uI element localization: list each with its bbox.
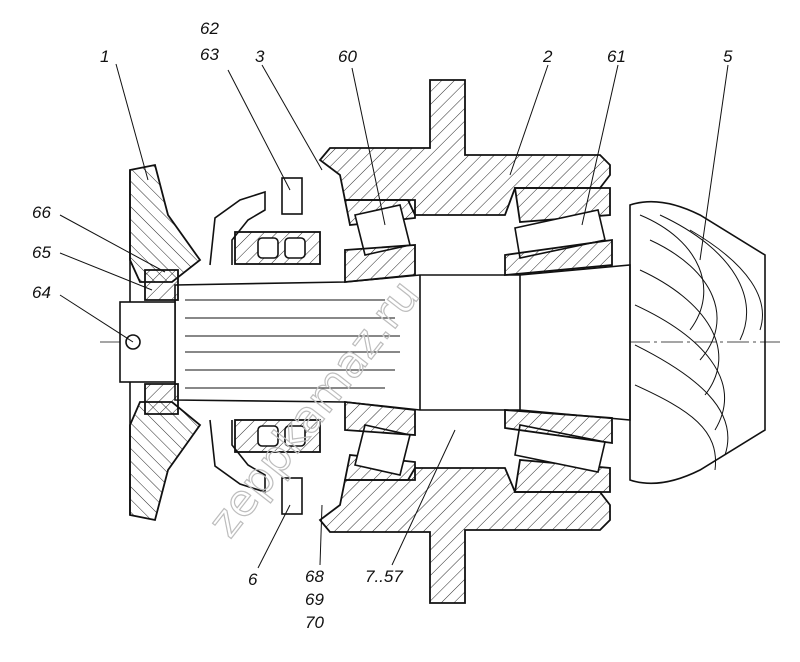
label-3: 3 (255, 47, 265, 66)
label-70: 70 (305, 613, 324, 632)
bolt-upper (281, 177, 303, 215)
bearing-61-upper (504, 187, 613, 276)
bevel-gear (629, 200, 766, 485)
label-66: 66 (32, 203, 51, 222)
gear-teeth (634, 214, 763, 471)
label-6: 6 (248, 570, 258, 589)
label-61: 61 (607, 47, 626, 66)
cotter-pin-hole (125, 334, 141, 350)
label-64: 64 (32, 283, 51, 302)
label-68: 68 (305, 567, 324, 586)
bearing-60-lower (343, 400, 416, 481)
label-63: 63 (200, 45, 219, 64)
bolt-lower (281, 477, 303, 515)
housing-lower (318, 467, 611, 604)
housing-upper (318, 79, 611, 216)
shaft-end (119, 301, 176, 383)
leader-lines (59, 63, 729, 569)
flange-lower (129, 401, 202, 522)
seal-pack-upper (234, 231, 321, 265)
seal-pack-lower (234, 419, 321, 453)
shaft-splines (185, 275, 521, 410)
label-69: 69 (305, 590, 324, 609)
label-65: 65 (32, 243, 51, 262)
label-62: 62 (200, 19, 219, 38)
washer-lower (144, 383, 179, 415)
label-60: 60 (338, 47, 357, 66)
label-2: 2 (542, 47, 553, 66)
bearing-61-lower (504, 409, 613, 493)
flange-upper (129, 163, 202, 283)
label-7-57: 7..57 (365, 567, 403, 586)
washer-upper (144, 269, 179, 301)
bearing-60-upper (343, 199, 416, 283)
label-5: 5 (723, 47, 733, 66)
label-1: 1 (100, 47, 109, 66)
